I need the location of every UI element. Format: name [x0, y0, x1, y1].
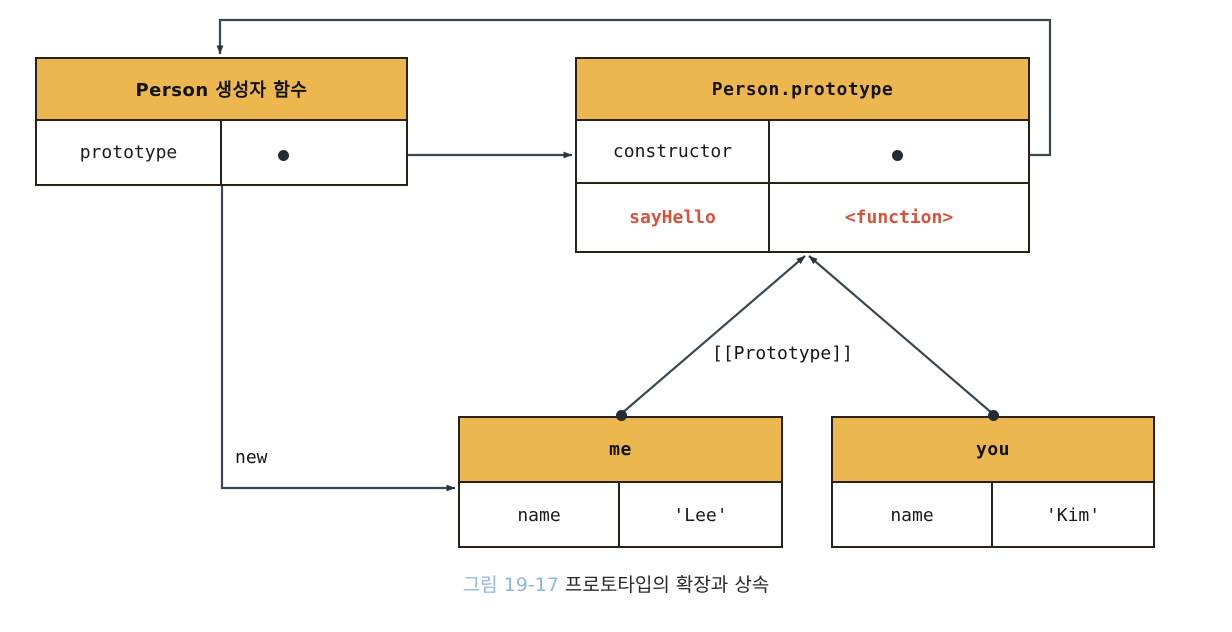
cell-prototype-value: [222, 121, 406, 184]
box-person-prototype-title: Person.prototype: [577, 59, 1028, 121]
wire-me-prototype-link: [620, 255, 806, 415]
box-me-title: me: [460, 418, 781, 483]
table-row[interactable]: prototype: [37, 121, 406, 184]
edge-label-new: new: [235, 447, 268, 468]
figure-title: 프로토타입의 확장과 상속: [564, 574, 770, 596]
cell-sayhello-key: sayHello: [577, 184, 770, 251]
box-you[interactable]: you name 'Kim': [831, 416, 1155, 548]
table-row[interactable]: sayHello <function>: [577, 184, 1028, 251]
dot-prototype-reference: [278, 150, 289, 161]
box-me[interactable]: me name 'Lee': [458, 416, 783, 548]
box-you-title: you: [833, 418, 1153, 483]
cell-me-name-key: name: [460, 483, 620, 548]
wire-new-instance: [220, 186, 456, 492]
dot-me-prototype-slot: [616, 410, 627, 421]
cell-you-name-key: name: [833, 483, 993, 548]
cell-you-name-value: 'Kim': [1045, 505, 1101, 526]
box-person-constructor-title: Person 생성자 함수: [37, 59, 406, 121]
table-row[interactable]: constructor: [577, 121, 1028, 184]
box-person-prototype[interactable]: Person.prototype constructor sayHello <f…: [575, 57, 1030, 253]
dot-constructor-reference: [892, 150, 903, 161]
edge-label-prototype: [[Prototype]]: [712, 343, 853, 364]
cell-sayhello-value: <function>: [844, 207, 954, 228]
dot-you-prototype-slot: [988, 410, 999, 421]
table-row[interactable]: name 'Kim': [833, 483, 1153, 548]
cell-prototype-key: prototype: [37, 121, 222, 184]
table-row[interactable]: name 'Lee': [460, 483, 781, 548]
figure-number: 그림 19-17: [462, 574, 559, 596]
cell-me-name-value: 'Lee': [673, 505, 728, 526]
box-person-constructor[interactable]: Person 생성자 함수 prototype: [35, 57, 408, 186]
wire-you-prototype-link: [808, 255, 994, 415]
cell-constructor-key: constructor: [577, 121, 770, 182]
